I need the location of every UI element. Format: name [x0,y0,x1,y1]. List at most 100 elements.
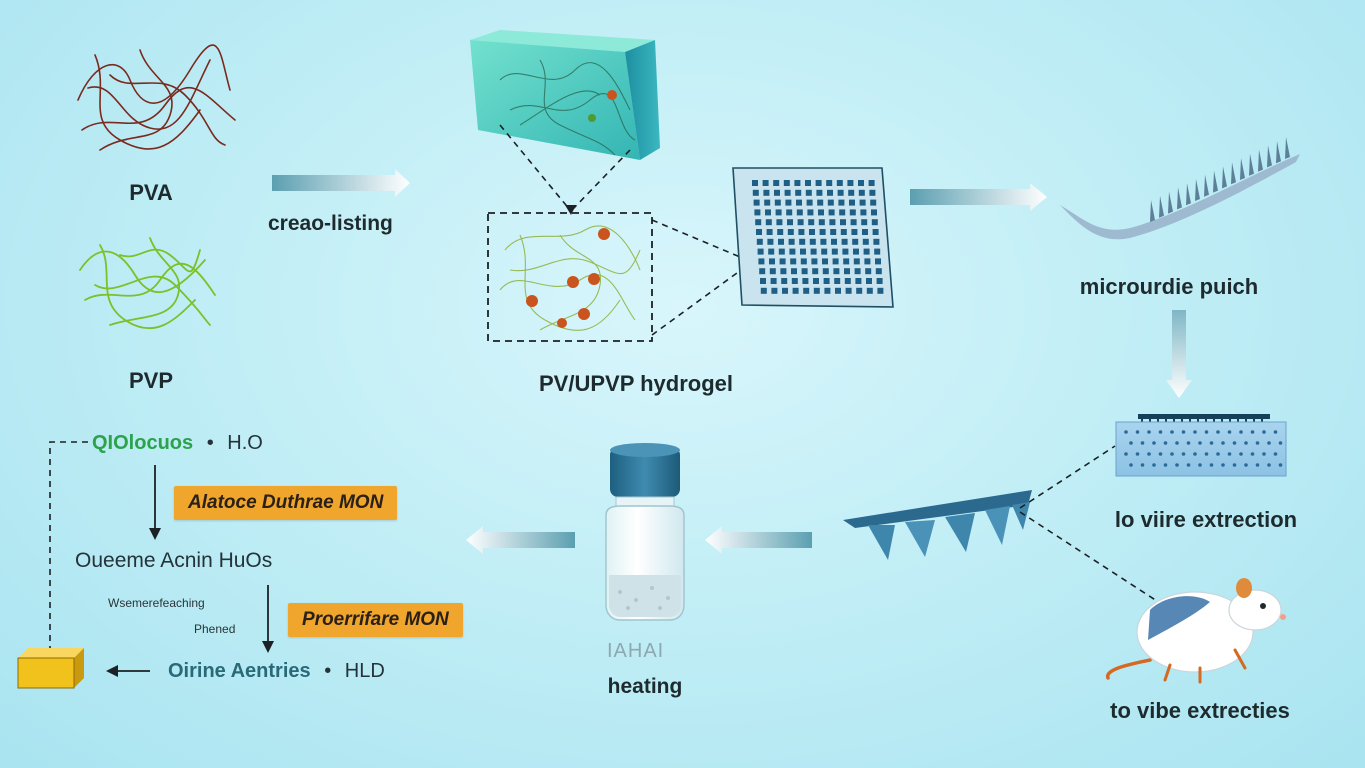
side-needle [1195,179,1200,201]
patch-needle-dot [869,189,876,196]
tissue-dot [1255,463,1260,467]
patch-needle-dot [853,258,860,265]
microneedle-patch-side-icon [1060,137,1300,240]
patch-needle-dot [805,180,811,186]
patch-needle-dot [810,248,817,255]
patch-needle-dot [873,238,880,245]
microneedle-angled-icon [843,490,1032,560]
patch-needle-dot [788,238,795,245]
arrow-crosslinking [272,169,410,197]
patch-needle-dot [782,287,788,294]
patch-needle-dot [808,219,815,226]
side-needle [1159,195,1164,218]
patch-needle-dot [821,248,828,255]
tissue-dot [1152,463,1156,467]
tissue-dot [1124,452,1128,456]
tissue-dot [1267,463,1271,467]
side-needle [1204,174,1209,197]
row3-name: Oirine Aentries [168,660,311,682]
tissue-dot [1278,441,1283,445]
patch-needle-dot [837,189,844,196]
patch-needle-dot [818,209,824,216]
badge-1: Alatoce Duthrae MON [174,486,398,520]
patch-needle-dot [829,219,836,226]
patch-needle-dot [803,287,810,294]
row1-name: QIOlocuos [92,432,194,454]
patch-needle-dot [876,278,883,284]
patch-needle-dot [765,219,772,226]
patch-needle-dot [844,278,851,284]
patch-needle-dot [838,199,845,206]
tissue-dot [1186,463,1191,467]
tissue-dot [1262,430,1266,434]
patch-needle-dot [828,209,835,216]
patch-needle-dot [822,268,829,275]
patch-needle-dot [811,258,818,265]
patch-needle-dot [756,229,762,235]
patch-needle-dot [769,258,775,265]
patch-needle-dot [831,248,838,255]
patch-needle-dot [758,258,765,265]
patch-needle-dot [827,189,833,196]
tissue-dot [1267,441,1271,445]
patch-needle-dot [757,248,764,255]
patch-needle-dot [816,189,823,196]
tissue-dot [1216,430,1220,434]
tissue-dot [1262,452,1266,456]
tissue-dot [1147,452,1151,456]
patch-needle-dot [818,219,825,226]
tissue-dot [1244,441,1248,445]
arrow-left-from-vial [466,526,575,554]
badge-2: Proerrifare MON [288,603,463,637]
patch-needle-dot [752,180,758,186]
patch-needle-dot [809,238,816,245]
tissue-dot [1198,441,1202,445]
tissue-dot [1209,463,1214,467]
patch-needle-dot [774,199,781,206]
patch-needle-dot [800,248,806,255]
tissue-dot [1227,430,1232,434]
patch-needle-dot [848,189,855,196]
patch-needle-dot [797,219,804,226]
patch-needle-dot [835,287,841,294]
tissue-dot [1140,441,1145,445]
tissue-dot [1273,430,1278,434]
label-microneedle-patch: microurdie puich [1079,274,1259,299]
tissue-dot [1170,452,1174,456]
patch-needle-dot [802,278,809,284]
arrowhead-left [106,665,118,677]
patch-needle-dot [765,209,771,216]
patch-needle-dot [871,209,877,216]
patch-needle-dot [753,199,760,206]
label-in-vitro: lo viire extrection [1114,507,1298,532]
tissue-dot [1135,430,1140,434]
side-needle [1285,137,1290,159]
patch-needle-dot [809,229,815,235]
patch-needle-dot [859,199,866,206]
patch-needle-dot [871,219,878,226]
patch-needle-dot [792,287,799,294]
patch-needle-dot [787,229,794,235]
patch-needle-dot [756,238,763,245]
patch-needle-dot [864,258,871,265]
product-box-icon [17,648,84,689]
note-1: Wsemerefeaching [108,596,205,610]
patch-needle-dot [780,268,787,275]
label-pva: PVA [129,180,173,205]
projection-arrowhead [565,205,576,215]
side-needle [1222,166,1227,189]
microneedle-patch-top-view [732,167,894,308]
patch-needle-dot [826,180,833,186]
side-needle [1231,162,1236,185]
row3-dot: • [324,660,332,682]
tissue-dot [1239,430,1243,434]
patch-needle-dot [862,238,869,245]
tissue-dot [1227,452,1232,456]
patch-needle-dot [813,278,819,284]
patch-needle-dot [770,278,777,284]
tissue-dot [1140,463,1145,467]
patch-needle-dot [840,229,847,235]
patch-needle-dot [844,268,850,275]
patch-needle-dot [868,180,875,186]
patch-needle-dot [847,180,854,186]
